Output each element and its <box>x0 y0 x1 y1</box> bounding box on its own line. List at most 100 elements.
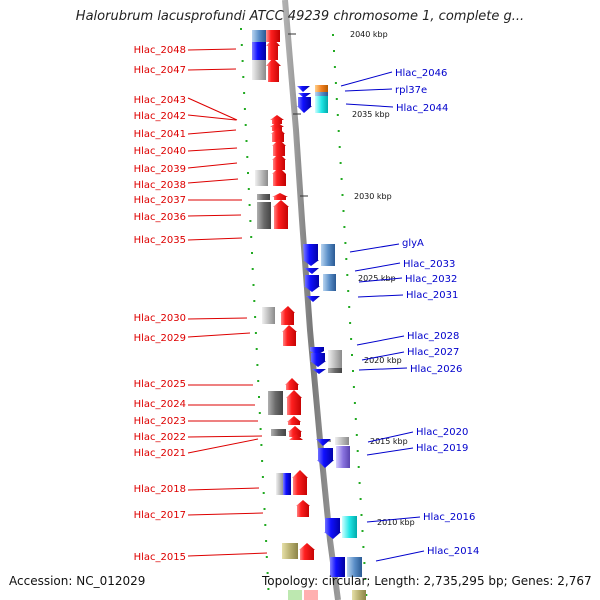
gene-label-right: Hlac_2028 <box>407 331 459 342</box>
leader-line-left <box>187 48 237 51</box>
gene-hlac-2017 <box>296 500 310 517</box>
track-dot <box>253 300 256 302</box>
track-dot <box>337 130 340 132</box>
track-dot <box>361 530 364 532</box>
track-dot <box>265 540 268 542</box>
leader-line-right <box>366 447 414 456</box>
gene-hlac-2033 <box>304 268 319 274</box>
gene-label-right: Hlac_2032 <box>405 274 457 285</box>
gene-label-left: Hlac_2029 <box>134 333 186 344</box>
gene-label-left: Hlac_2017 <box>134 510 186 521</box>
track-dot <box>336 114 339 116</box>
gene-label-right: Hlac_2044 <box>396 103 448 114</box>
gene-hlac-2038-gray <box>255 170 268 186</box>
gene-label-right: Hlac_2016 <box>423 512 475 523</box>
gene-hlac-2014 <box>330 557 345 577</box>
track-dot <box>348 306 351 308</box>
track-dot <box>246 156 249 158</box>
gene-hlac-2025 <box>285 378 299 390</box>
gene-hlac-2022 <box>288 426 302 437</box>
track-dot <box>335 98 338 100</box>
track-dot <box>347 290 350 292</box>
kbp-label-2035: 2035 kbp <box>352 110 390 119</box>
gene-hlac-2015 <box>299 543 315 560</box>
kbp-labels: 2040 kbp 2035 kbp 2030 kbp 2025 kbp 2020… <box>350 30 415 527</box>
right-leader-lines <box>340 71 425 562</box>
gene-hlac-2038 <box>272 167 286 186</box>
track-dot <box>349 322 352 324</box>
track-dot <box>261 460 264 462</box>
track-dot <box>261 476 264 478</box>
track-dot <box>265 556 268 558</box>
gene-hlac-2022-dark <box>271 429 286 436</box>
gene-label-left: Hlac_2048 <box>134 45 186 56</box>
track-dot <box>243 92 246 94</box>
track-dot <box>267 588 270 590</box>
gene-hlac-2047 <box>252 60 266 80</box>
leader-line-right <box>361 351 405 361</box>
gene-hlac-2027-gray <box>328 350 342 368</box>
forward-genes <box>252 30 318 600</box>
reverse-genes <box>297 85 366 600</box>
gene-hlac-2032-steel <box>323 274 336 291</box>
track-dot <box>353 402 356 404</box>
gene-hlac-2016-cyan <box>342 516 357 538</box>
leader-line-right <box>354 262 401 272</box>
gene-label-right: Hlac_2014 <box>427 546 479 557</box>
track-dot <box>252 284 255 286</box>
gene-label-left: Hlac_2018 <box>134 484 186 495</box>
gene-hlac-2018-blue <box>283 473 291 495</box>
track-dot <box>345 258 348 260</box>
gene-hlac-2044 <box>297 97 312 113</box>
leader-line-left <box>187 147 238 152</box>
gene-label-left: Hlac_2042 <box>134 111 186 122</box>
leader-line-right <box>358 277 403 283</box>
track-dot <box>242 76 245 78</box>
gene-hlac-2037-dark <box>257 194 270 200</box>
gene-hlac-2019 <box>317 448 334 468</box>
leader-line-right <box>349 243 400 253</box>
gene-hlac-2021 <box>289 434 303 440</box>
gene-hlac-2015-olive <box>282 543 298 559</box>
gene-hlac-2036-dark <box>257 202 271 229</box>
gene-label-left: Hlac_2022 <box>134 432 186 443</box>
gene-label-left: Hlac_2037 <box>134 195 186 206</box>
track-dot <box>332 34 334 36</box>
gene-rpl37e <box>315 92 328 96</box>
gene-label-right: Hlac_2031 <box>406 290 458 301</box>
kbp-label-2020: 2020 kbp <box>364 356 402 365</box>
gene-hlac-2030-arrow <box>280 306 295 325</box>
track-dot <box>240 28 242 30</box>
track-dot <box>333 66 336 68</box>
gene-bottom-left-2 <box>304 590 318 600</box>
track-dot <box>340 178 343 180</box>
track-dot <box>359 498 362 500</box>
gene-top-strip <box>252 30 266 42</box>
gene-hlac-2018 <box>292 470 308 495</box>
track-dot <box>350 338 353 340</box>
gene-hlac-2044-cyan <box>315 96 328 113</box>
gene-label-left: Hlac_2035 <box>134 235 186 246</box>
gene-label-left: Hlac_2043 <box>134 95 186 106</box>
gene-hlac-2024 <box>286 390 302 415</box>
track-dot <box>351 354 353 356</box>
leader-line-left <box>187 114 237 121</box>
track-dot <box>365 594 368 596</box>
track-dot <box>357 466 360 468</box>
track-dot <box>344 242 347 244</box>
gene-label-left: Hlac_2023 <box>134 416 186 427</box>
track-dot <box>245 140 248 142</box>
gene-hlac-2018-gray <box>276 473 284 495</box>
gene-hlac-2043 <box>270 115 284 124</box>
track-dot <box>256 364 259 366</box>
kbp-label-2030: 2030 kbp <box>354 192 392 201</box>
leader-line-left <box>187 438 259 454</box>
gene-label-left: Hlac_2036 <box>134 212 186 223</box>
track-dot <box>254 316 257 318</box>
gene-label-left: Hlac_2015 <box>134 552 186 563</box>
track-dot <box>263 508 266 510</box>
track-dot <box>241 60 244 62</box>
gene-label-left: Hlac_2025 <box>134 379 186 390</box>
gene-label-left: Hlac_2030 <box>134 313 186 324</box>
